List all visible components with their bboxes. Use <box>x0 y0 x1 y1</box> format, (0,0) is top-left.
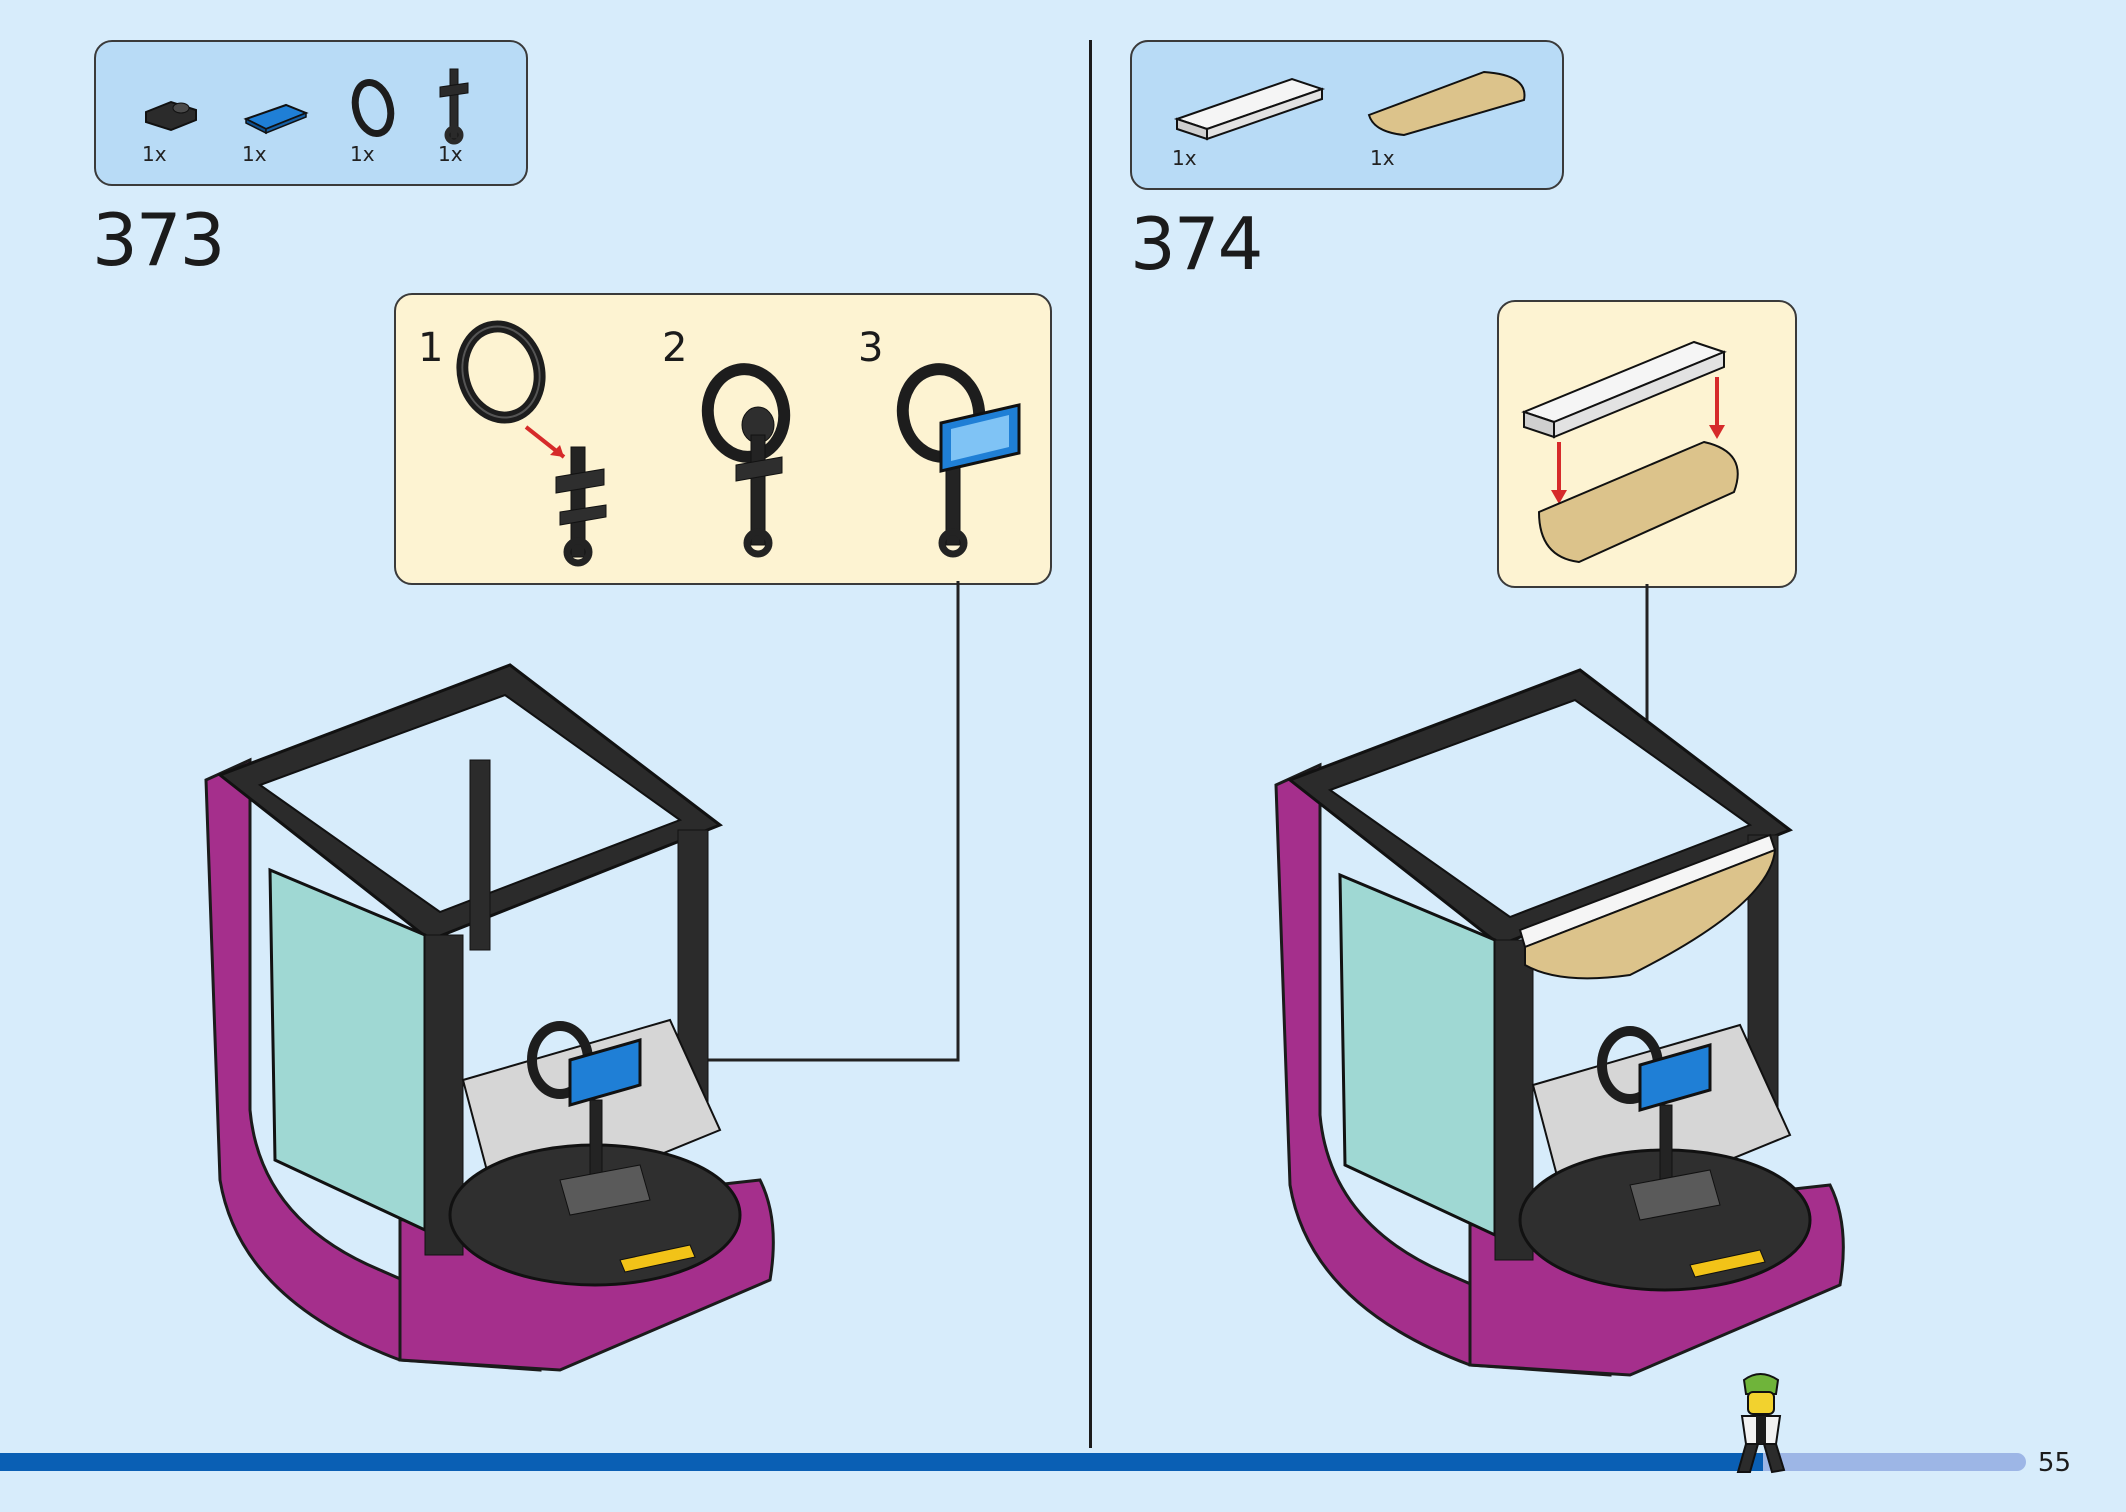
arcade-booth-model-374 <box>1274 668 1845 1377</box>
sub-assembly-callout-374 <box>1497 300 1797 588</box>
page-divider <box>1089 40 1092 1448</box>
white-plate-1x6-icon <box>1173 77 1326 141</box>
arcade-booth-model-373 <box>204 663 775 1372</box>
part-qty: 1x <box>438 142 463 166</box>
part-qty: 1x <box>350 142 375 166</box>
black-ring-icon <box>351 79 395 137</box>
substep-number: 1 <box>418 325 444 371</box>
substep-number: 2 <box>662 325 688 371</box>
parts-list-373: 1x 1x 1x 1x <box>94 40 528 186</box>
black-bar-holder-icon <box>439 68 469 145</box>
plate-stacking-illustration <box>1521 340 1739 564</box>
part-qty: 1x <box>1370 146 1395 170</box>
tan-curved-plate-icon <box>1367 70 1526 137</box>
parts-list-374: 1x 1x <box>1130 40 1564 190</box>
part-qty: 1x <box>1172 146 1197 170</box>
part-qty: 1x <box>142 142 167 166</box>
step-number-373: 373 <box>92 198 225 282</box>
sub-assembly-callout-373: 1 2 3 <box>394 293 1052 585</box>
substep-number: 3 <box>858 325 884 371</box>
progress-bar <box>0 1453 2026 1471</box>
progress-bar-fill <box>0 1453 1763 1471</box>
ring-assembled-illustration <box>701 363 791 558</box>
step-number-374: 374 <box>1130 202 1263 286</box>
page-number: 55 <box>2037 1448 2071 1478</box>
black-clip-plate-icon <box>145 100 197 132</box>
minifigure-icon <box>1736 1373 1786 1474</box>
ring-to-holder-illustration <box>456 320 607 567</box>
ring-with-phone-illustration <box>896 363 1021 558</box>
blue-phone-tile-icon <box>243 103 309 135</box>
part-qty: 1x <box>242 142 267 166</box>
